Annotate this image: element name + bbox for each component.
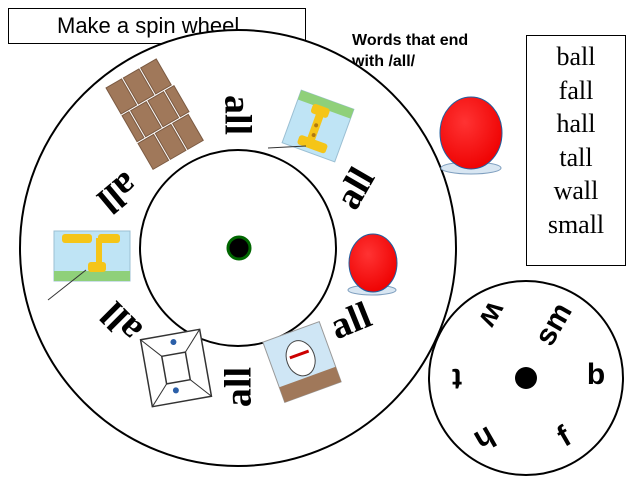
caption-line-1: Words that end [352,32,469,49]
spinner-letter-t: t [452,362,462,395]
wheel-label-all-bottom: all [218,367,260,407]
hall-room-icon [139,328,213,408]
word-list: ball fall hall tall wall small [526,35,626,266]
word-small: small [547,209,605,239]
red-ball-icon [439,96,503,175]
arrow-fall [47,269,87,301]
giraffe-tall-icon [281,89,355,163]
arrow-tall [267,145,307,149]
word-ball: ball [556,42,596,71]
wheel-label-all-top: all [216,95,258,135]
caption: Words that end with /all/ [352,30,502,72]
spinner-letter-b: b [587,358,605,391]
letter-spinner[interactable] [428,280,624,476]
wheel-center-pin [226,235,252,261]
word-fall: fall [558,75,594,105]
caption-line-2: with /all/ [352,53,416,70]
spinner-center-pin [515,367,537,389]
giraffe-fall-icon [53,230,131,282]
brick-wall-icon [105,58,204,171]
word-tall: tall [559,142,593,172]
big-wheel[interactable] [19,29,457,467]
word-hall: hall [556,109,596,138]
red-ball-wheel-icon [347,233,398,296]
word-wall: wall [553,176,599,205]
humpty-dumpty-fall-icon [262,321,342,403]
